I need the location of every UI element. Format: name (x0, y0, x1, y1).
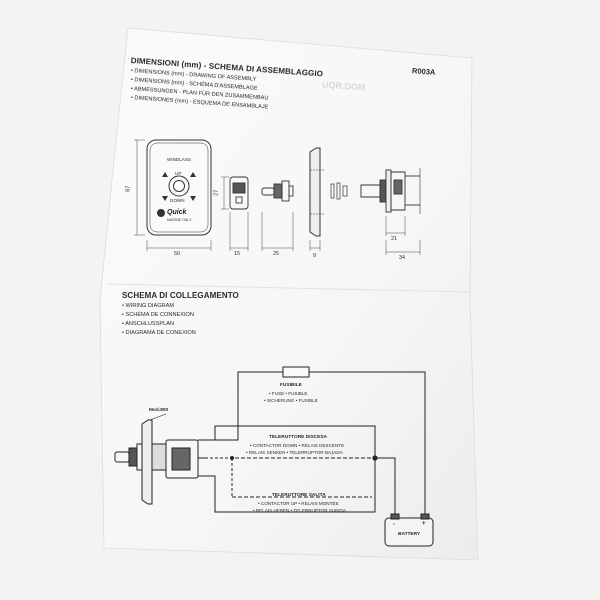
battery-plus: + (422, 521, 426, 527)
document-code: R003A (411, 66, 436, 77)
wiring-line: • SCHÉMA DE CONNEXION (122, 312, 194, 318)
mod-leader (149, 413, 167, 421)
battery-label: BATTERY (398, 532, 421, 537)
fuse-symbol (282, 366, 310, 378)
contactor-up-title: TELERUTTORE SALITA (272, 493, 326, 498)
down-arrow-icon (190, 196, 196, 201)
model-label: Mod.800 (149, 408, 169, 413)
dimension-25: 25 (273, 251, 280, 257)
down-arrow-icon (162, 196, 168, 201)
dimension-line-9 (309, 240, 321, 251)
contactor-down-title: TELERUTTORE DISCESA (269, 435, 328, 440)
up-arrow-icon (162, 172, 168, 177)
brand-logo-text: Quick (167, 209, 187, 216)
wiring-lines (205, 366, 426, 518)
fuse-title: FUSIBILE (280, 383, 302, 388)
brand-subtitle: MARINE ITALY (167, 218, 192, 222)
washers (330, 182, 348, 200)
fuse-line: • FUSE • FUSIBLE (269, 391, 308, 396)
wiring-line: • WIRING DIAGRAM (122, 303, 174, 309)
fuse-line: • SICHERUNG • FUSIBLE (264, 398, 318, 403)
contactor-down-line: • RELAIS SENKEN • TELERRUPTOR BAJADA (246, 450, 343, 455)
dimension-50: 50 (174, 251, 181, 257)
junction-dot (372, 455, 378, 461)
dimension-line-27 (221, 176, 229, 210)
panel-label-up: UP (175, 171, 182, 176)
mounting-plate (309, 147, 325, 237)
dimension-line-21 (385, 216, 406, 236)
up-arrow-icon (190, 172, 196, 177)
switch-panel-front (146, 139, 212, 236)
wiring-title: SCHEMA DI COLLEGAMENTO (122, 291, 239, 300)
dimension-line-15 (229, 212, 249, 251)
dimension-87: 87 (125, 185, 132, 192)
dimension-line-34 (385, 240, 421, 255)
battery-symbol (384, 513, 434, 547)
dimension-line-25 (261, 212, 294, 251)
junction-dot (230, 456, 234, 460)
dimension-line-87 (134, 139, 145, 236)
wiring-line: • ANSCHLUSSPLAN (122, 321, 175, 327)
dimension-27: 27 (213, 189, 220, 196)
quick-logo-icon (157, 209, 165, 217)
fold-line (105, 283, 471, 293)
dimension-34: 34 (399, 255, 406, 261)
panel-label-down: DOWN (170, 198, 185, 203)
wiring-line: • DIAGRAMA DE CONEXION (122, 330, 196, 336)
assembled-view (360, 168, 421, 214)
mod800-switch (114, 419, 205, 505)
dimension-line-50 (146, 240, 212, 251)
battery-minus: - (393, 522, 395, 528)
toggle-lever (261, 180, 294, 202)
dimension-15: 15 (234, 251, 241, 257)
dimension-9: 9 (313, 253, 317, 259)
contactor-up-line: • RELAIS HEBEN • TELERRUPTOR SUBIDA (253, 508, 346, 513)
contactor-up-line: • CONTACTOR UP • RELAIS MONTÉE (258, 501, 339, 506)
switch-body-side (229, 176, 249, 210)
panel-label-windlass: WINDLASS (167, 157, 191, 162)
contactor-down-line: • CONTACTOR DOWN • RELAIS DESCENTE (250, 443, 345, 448)
dimension-21: 21 (391, 236, 398, 242)
